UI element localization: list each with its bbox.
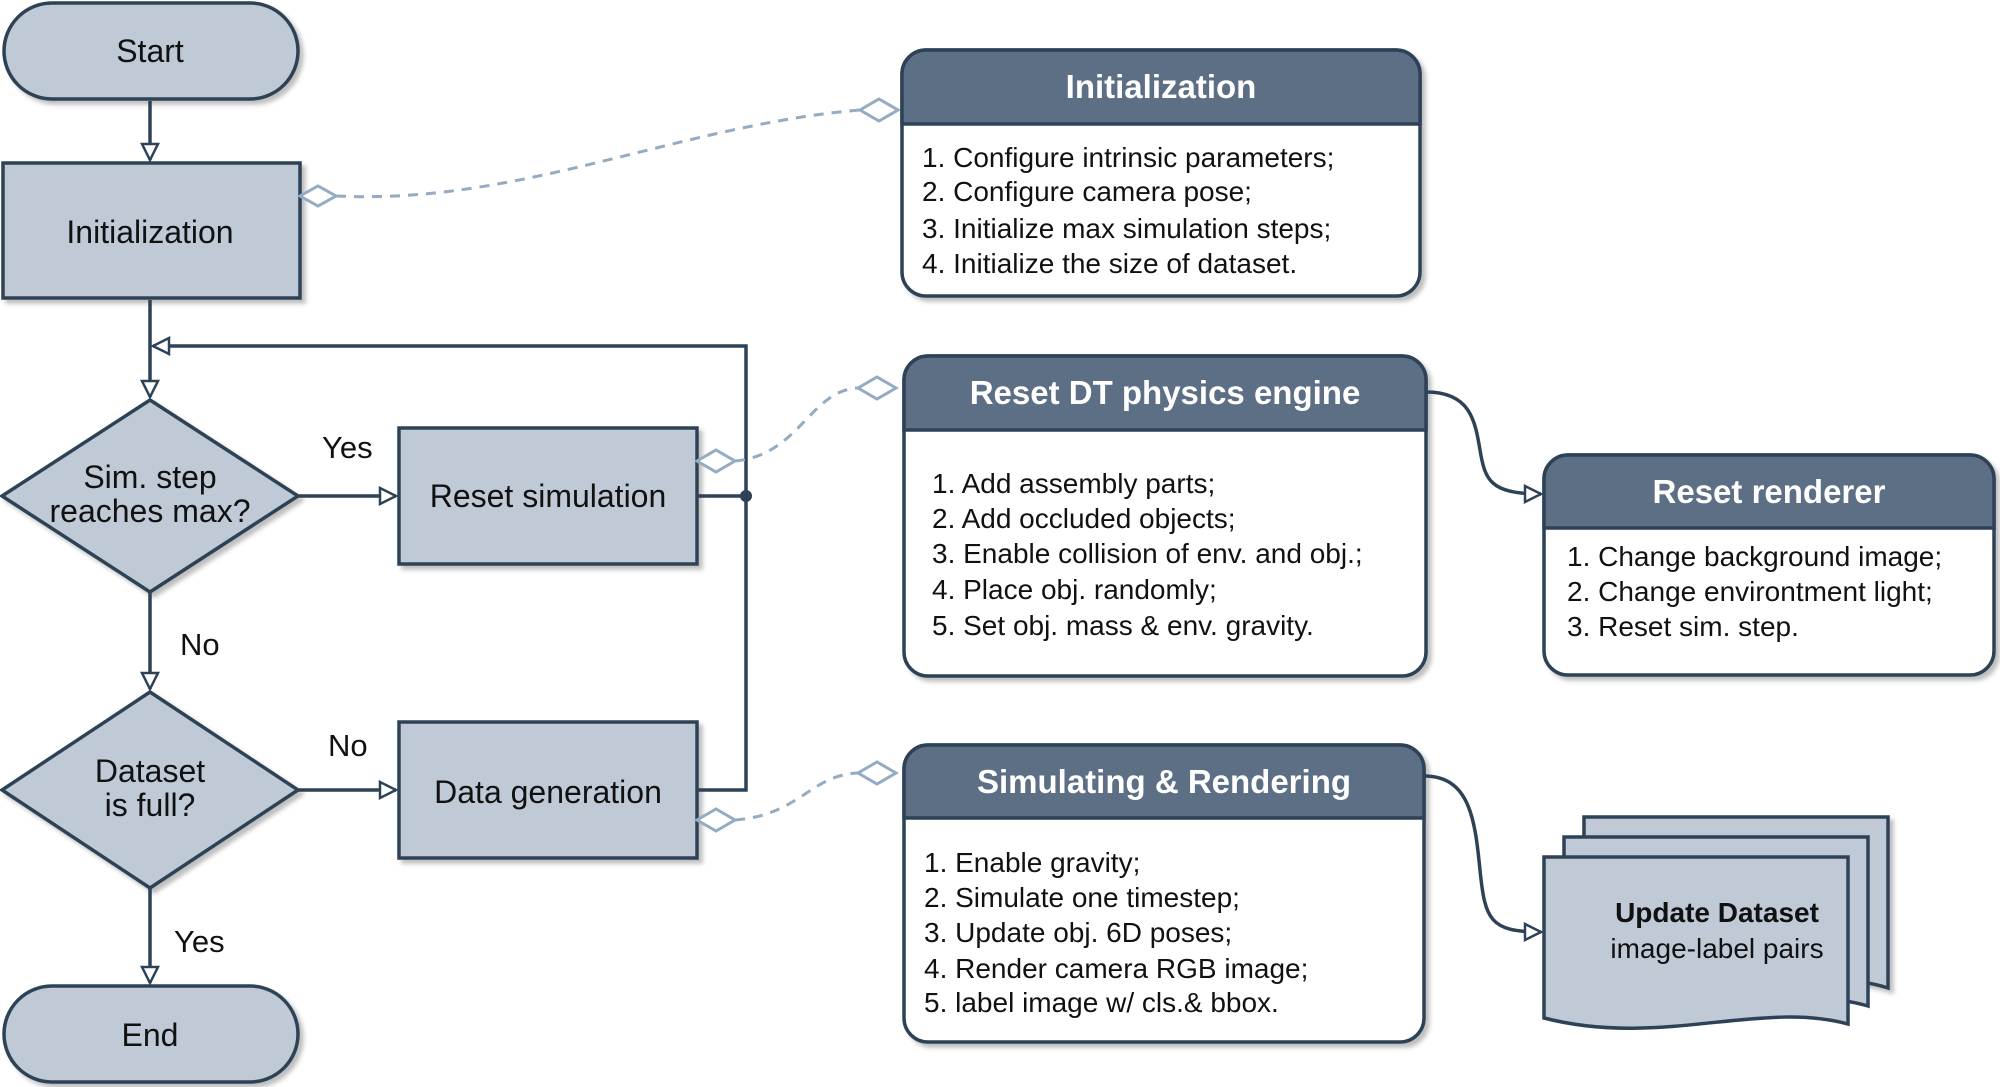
- label-yes-top: Yes: [322, 430, 373, 465]
- panel-initialization-item: 3. Initialize max simulation steps;: [922, 213, 1331, 244]
- dataset-title: Update Dataset: [1615, 897, 1819, 928]
- panel-reset-renderer-item: 3. Reset sim. step.: [1567, 611, 1799, 642]
- panel-sim-render-title: Simulating & Rendering: [977, 763, 1351, 800]
- panel-reset-renderer-item: 1. Change background image;: [1567, 541, 1942, 572]
- panel-sim-render-item: 4. Render camera RGB image;: [924, 953, 1308, 984]
- junction-dot: [740, 490, 752, 502]
- decision-sim-step: Sim. step reaches max?: [0, 397, 302, 595]
- panel-sim-render-item: 3. Update obj. 6D poses;: [924, 917, 1232, 948]
- diamond-datagen-right: [855, 760, 899, 786]
- panel-sim-render-item: 5. label image w/ cls.& bbox.: [924, 987, 1279, 1018]
- decision-sim-line2: reaches max?: [50, 493, 251, 529]
- dataset-subtitle: image-label pairs: [1610, 933, 1823, 964]
- loop-back-arrow: [153, 346, 748, 792]
- reset-simulation-process: Reset simulation: [397, 426, 699, 566]
- arrow-physics-to-renderer: [1425, 390, 1541, 494]
- panel-reset-physics-item: 4. Place obj. randomly;: [932, 574, 1217, 605]
- panel-reset-renderer: Reset renderer 1. Change background imag…: [1542, 453, 1996, 677]
- panel-initialization: Initialization 1. Configure intrinsic pa…: [900, 48, 1422, 298]
- initialization-label: Initialization: [66, 214, 233, 250]
- panel-sim-render: Simulating & Rendering 1. Enable gravity…: [902, 743, 1426, 1044]
- diamond-init-right: [857, 97, 901, 123]
- data-generation-label: Data generation: [434, 774, 662, 810]
- panel-reset-physics-title: Reset DT physics engine: [970, 374, 1361, 411]
- diamond-datagen-left: [694, 807, 738, 833]
- diamond-reset-right: [855, 375, 899, 401]
- end-label: End: [122, 1017, 179, 1053]
- end-terminal: End: [2, 984, 300, 1084]
- decision-dataset-line1: Dataset: [95, 753, 205, 789]
- panel-reset-physics-item: 3. Enable collision of env. and obj.;: [932, 538, 1363, 569]
- panel-reset-physics-item: 2. Add occluded objects;: [932, 503, 1236, 534]
- start-label: Start: [116, 33, 184, 69]
- panel-reset-physics-item: 5. Set obj. mass & env. gravity.: [932, 610, 1314, 641]
- arrow-simrender-to-dataset: [1423, 774, 1541, 932]
- diamond-init-left: [296, 184, 340, 208]
- initialization-process: Initialization: [1, 161, 302, 300]
- panel-initialization-title: Initialization: [1066, 68, 1257, 105]
- decision-sim-line1: Sim. step: [83, 459, 216, 495]
- label-no-right: No: [328, 728, 368, 763]
- label-yes-bottom: Yes: [174, 924, 225, 959]
- start-terminal: Start: [2, 1, 300, 101]
- panel-reset-physics-item: 1. Add assembly parts;: [932, 468, 1215, 499]
- decision-dataset-full: Dataset is full?: [0, 689, 302, 891]
- panel-reset-renderer-item: 2. Change environtment light;: [1567, 576, 1933, 607]
- panel-initialization-item: 4. Initialize the size of dataset.: [922, 248, 1297, 279]
- label-no-middle: No: [180, 627, 220, 662]
- decision-dataset-line2: is full?: [105, 787, 196, 823]
- reset-simulation-label: Reset simulation: [430, 478, 667, 514]
- dataset-documents: Update Dataset image-label pairs: [1542, 815, 1890, 1030]
- data-generation-process: Data generation: [397, 720, 699, 860]
- panel-reset-physics: Reset DT physics engine 1. Add assembly …: [902, 354, 1428, 678]
- panel-sim-render-item: 2. Simulate one timestep;: [924, 882, 1240, 913]
- panel-initialization-item: 2. Configure camera pose;: [922, 176, 1252, 207]
- dashed-datagen-connector: [734, 771, 859, 822]
- dashed-init-connector: [335, 108, 861, 199]
- panel-initialization-item: 1. Configure intrinsic parameters;: [922, 142, 1334, 173]
- dashed-reset-connector: [734, 386, 859, 463]
- diamond-reset-left: [694, 448, 738, 474]
- panel-sim-render-item: 1. Enable gravity;: [924, 847, 1140, 878]
- panel-reset-renderer-title: Reset renderer: [1653, 473, 1886, 510]
